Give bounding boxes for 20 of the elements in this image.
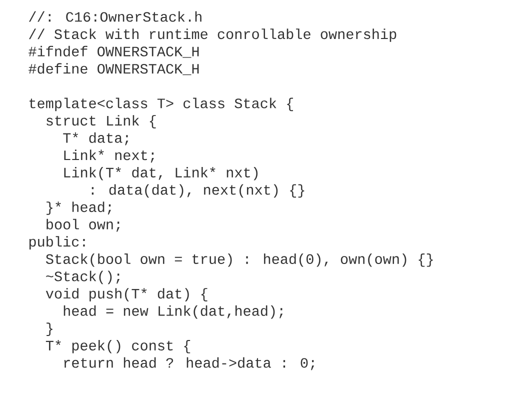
code-line: public: xyxy=(29,236,85,250)
code-line: #ifndef OWNERSTACK_H xyxy=(28,46,199,58)
code-line: void push(T* dat) { xyxy=(46,288,208,302)
code-line: }* head; xyxy=(46,202,111,215)
code-line: //: C16:OwnerStack.h xyxy=(29,11,202,22)
code-line: struct Link { xyxy=(46,115,156,128)
code-line: : data(dat), next(nxt) {} xyxy=(92,184,304,198)
code-line: return head ? head->data : 0; xyxy=(64,357,314,370)
code-line: T* peek() const { xyxy=(46,340,190,354)
code-line: bool own; xyxy=(46,218,120,232)
code-line: // Stack with runtime conrollable ownership xyxy=(29,28,396,42)
code-line: T* data; xyxy=(63,132,128,146)
code-line: Link(T* dat, Link* nxt) xyxy=(64,166,258,180)
code-line: Stack(bool own = true) : head(0), own(own) {} xyxy=(46,253,433,267)
code-line: template<class T> class Stack { xyxy=(30,98,293,112)
code-line: ~Stack(); xyxy=(46,270,120,284)
code-line: } xyxy=(46,322,52,336)
code-line: head = new Link(dat,head); xyxy=(64,305,283,319)
code-line: Link* next; xyxy=(64,150,154,163)
code-line: #define OWNERSTACK_H xyxy=(28,63,199,76)
